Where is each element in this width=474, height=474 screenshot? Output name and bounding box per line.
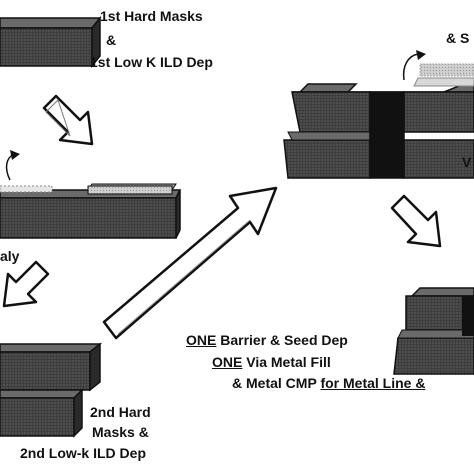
process-arrow-icon: [390, 194, 442, 248]
step6-label-line1-text: Barrier & Seed Dep: [216, 332, 348, 348]
step6-label-line1: ONE Barrier & Seed Dep: [186, 332, 348, 348]
step3-label-line3: 2nd Low-k ILD Dep: [20, 445, 146, 461]
step6-label-line2: ONE Via Metal Fill: [212, 354, 331, 370]
one-emphasis: ONE: [186, 332, 217, 348]
step1-label-line1: 1st Hard Masks: [100, 8, 203, 24]
step3-wafer: [0, 342, 103, 438]
step6-label-line3-text: & Metal CMP: [232, 375, 321, 391]
one-emphasis: ONE: [212, 354, 243, 370]
step6-label-line3-emphasis: for Metal Line &: [320, 375, 426, 391]
step2-label-partial: aly: [0, 248, 20, 264]
step6-wafer: [393, 287, 474, 375]
step6-label-line3: & Metal CMP for Metal Line &: [232, 375, 425, 391]
step4-label-partial: & S: [446, 30, 470, 46]
step2-wafer: [0, 150, 182, 239]
step1-label-line3: 1st Low K ILD Dep: [90, 54, 213, 70]
process-arrow-icon: [2, 260, 50, 308]
step3-label-line2: Masks &: [92, 424, 149, 440]
step5-label-partial: V: [462, 154, 472, 170]
step6-label-line2-text: Via Metal Fill: [242, 354, 331, 370]
step1-label-line2: &: [106, 32, 117, 48]
step4-wafer: [283, 50, 474, 179]
step3-label-line1: 2nd Hard: [90, 404, 151, 420]
process-arrow-icon: [102, 186, 278, 340]
process-arrow-icon: [42, 94, 94, 146]
step1-wafer: [0, 15, 102, 69]
